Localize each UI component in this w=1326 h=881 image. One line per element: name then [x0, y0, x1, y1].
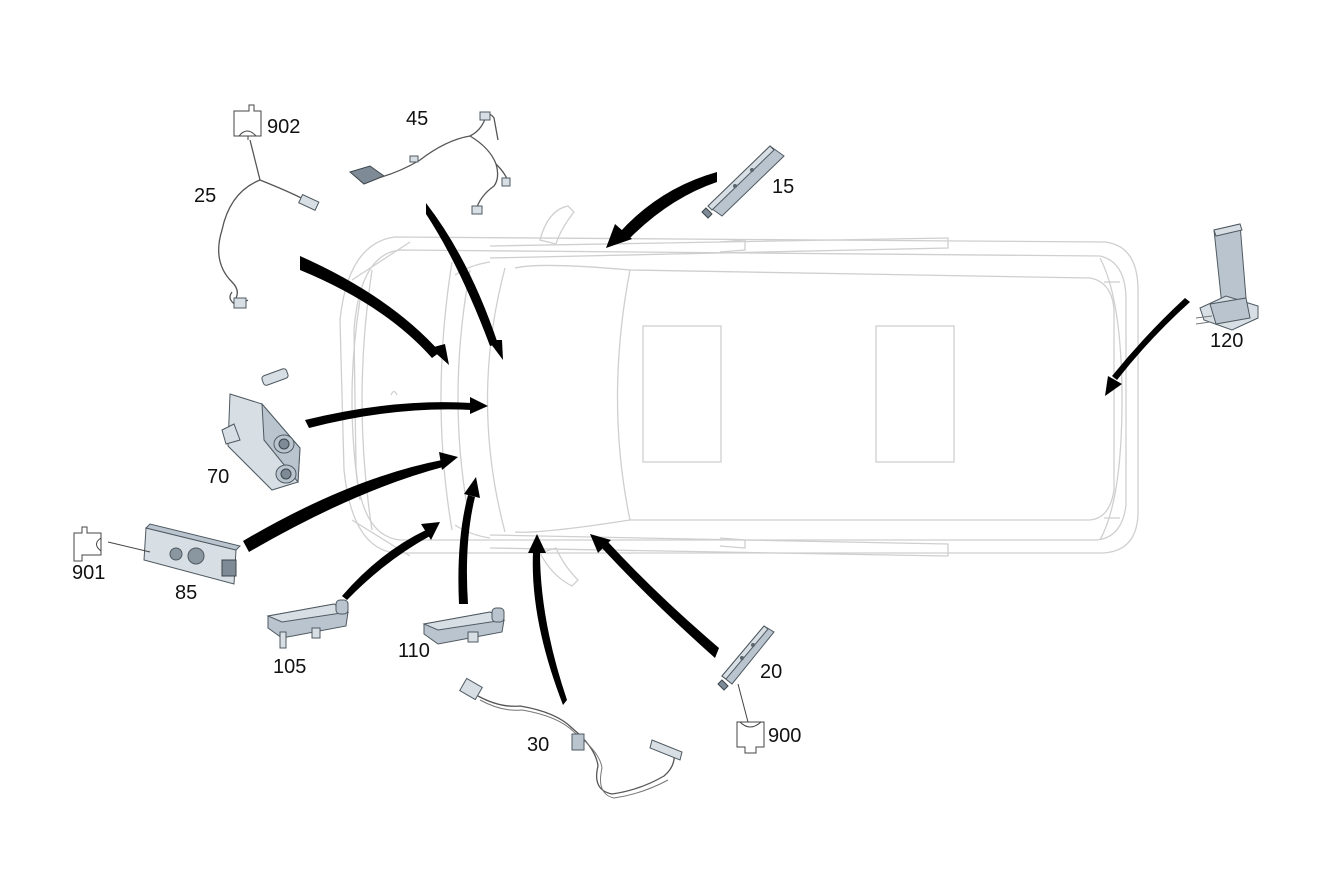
part-25-cable: [218, 139, 320, 309]
callout-901: 901: [72, 562, 106, 584]
arrow-110: [458, 495, 475, 604]
callout-70: 70: [207, 466, 230, 488]
callout-900: 900: [768, 725, 802, 747]
ref-902-symbol: [233, 104, 262, 140]
arrow-30: [532, 552, 567, 705]
part-105-bracket: [266, 599, 350, 649]
arrow-105: [342, 530, 430, 600]
arrow-120: [1112, 298, 1190, 380]
arrow-45: [426, 203, 498, 346]
callout-20: 20: [760, 661, 783, 683]
callout-105: 105: [273, 656, 307, 678]
vehicle-outline: [339, 205, 1139, 587]
callout-902: 902: [267, 116, 301, 138]
part-120-antenna: [1195, 223, 1259, 331]
callout-85: 85: [175, 582, 198, 604]
part-85-module: [107, 523, 241, 585]
callout-45: 45: [406, 108, 429, 130]
arrow-25: [300, 256, 440, 358]
ref-900-symbol: [736, 721, 765, 754]
assignment-arrows: [243, 172, 1190, 705]
callout-30: 30: [527, 734, 550, 756]
part-20-antenna-strip: [717, 625, 775, 723]
part-70-control-unit: [221, 368, 301, 491]
callout-110: 110: [398, 640, 430, 662]
arrow-15: [620, 172, 717, 238]
arrow-85: [243, 460, 443, 552]
callout-120: 120: [1210, 330, 1244, 352]
arrow-20: [602, 542, 719, 658]
callout-25: 25: [194, 185, 217, 207]
part-15-antenna-strip: [701, 145, 785, 219]
part-110-bracket: [422, 607, 506, 645]
ref-901-symbol: [73, 526, 102, 562]
callout-15: 15: [772, 176, 795, 198]
arrow-70: [305, 402, 472, 428]
part-30-cable: [459, 677, 683, 799]
part-45-harness: [348, 111, 511, 215]
